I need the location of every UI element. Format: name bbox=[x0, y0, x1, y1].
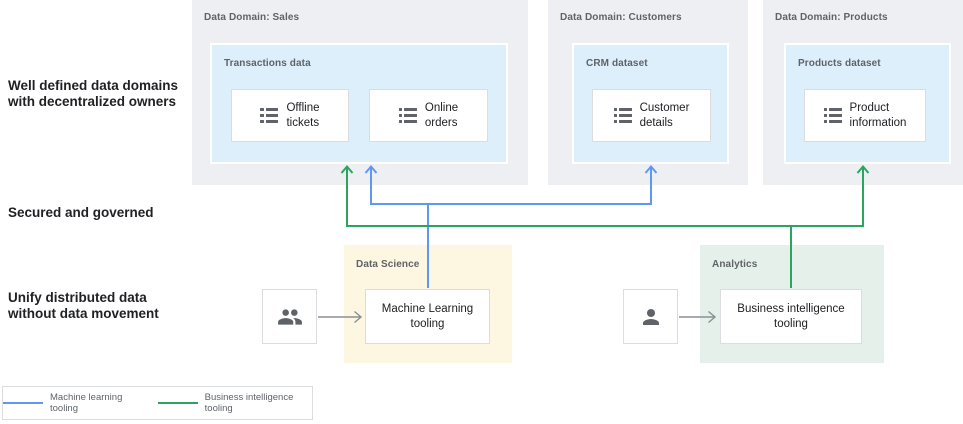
row-label-domains: Well defined data domains with decentral… bbox=[8, 78, 179, 109]
card-offline-tickets: Offline tickets bbox=[231, 89, 349, 142]
row-label-unify: Unify distributed data without data move… bbox=[8, 290, 159, 321]
legend: Machine learning tooling Business intell… bbox=[2, 386, 313, 420]
bi-tooling-card: Business intelligence tooling bbox=[720, 289, 862, 344]
dataset-title: Products dataset bbox=[798, 58, 881, 69]
storage-icon bbox=[399, 108, 417, 124]
card-label: Business intelligence tooling bbox=[737, 302, 845, 330]
row-label-governed: Secured and governed bbox=[8, 205, 154, 220]
analytics-group: Analytics Business intelligence tooling bbox=[700, 245, 884, 363]
domain-sales: Data Domain: Sales Transactions data Off… bbox=[192, 0, 528, 185]
card-online-orders: Online orders bbox=[369, 89, 488, 142]
card-label: Machine Learning tooling bbox=[381, 302, 474, 330]
card-label: Online orders bbox=[424, 101, 459, 129]
ml-legend-swatch bbox=[3, 402, 43, 404]
person-icon bbox=[642, 308, 659, 325]
domain-title: Data Domain: Customers bbox=[560, 12, 682, 23]
card-label: Product information bbox=[849, 101, 907, 129]
storage-icon bbox=[614, 108, 632, 124]
data-scientists-box bbox=[262, 289, 317, 344]
storage-icon bbox=[260, 108, 278, 124]
ml-tooling-card: Machine Learning tooling bbox=[365, 289, 490, 344]
bi-legend-swatch bbox=[157, 402, 198, 404]
group-title: Data Science bbox=[356, 259, 420, 270]
domain-title: Data Domain: Products bbox=[775, 12, 888, 23]
legend-label-bi: Business intelligence tooling bbox=[204, 392, 294, 414]
card-label: Offline tickets bbox=[286, 101, 320, 129]
card-customer-details: Customer details bbox=[592, 89, 711, 142]
legend-label-ml: Machine learning tooling bbox=[50, 392, 123, 414]
domain-products: Data Domain: Products Products dataset P… bbox=[763, 0, 963, 185]
card-product-information: Product information bbox=[804, 89, 926, 142]
dataset-title: CRM dataset bbox=[586, 58, 648, 69]
storage-icon bbox=[824, 108, 842, 124]
group-icon bbox=[277, 308, 302, 325]
data-science-group: Data Science Machine Learning tooling bbox=[344, 245, 512, 363]
dataset-title: Transactions data bbox=[224, 58, 311, 69]
analyst-box bbox=[623, 289, 678, 344]
group-title: Analytics bbox=[712, 259, 758, 270]
card-label: Customer details bbox=[639, 101, 690, 129]
domain-title: Data Domain: Sales bbox=[204, 12, 300, 23]
domain-customers: Data Domain: Customers CRM dataset Custo… bbox=[548, 0, 748, 185]
